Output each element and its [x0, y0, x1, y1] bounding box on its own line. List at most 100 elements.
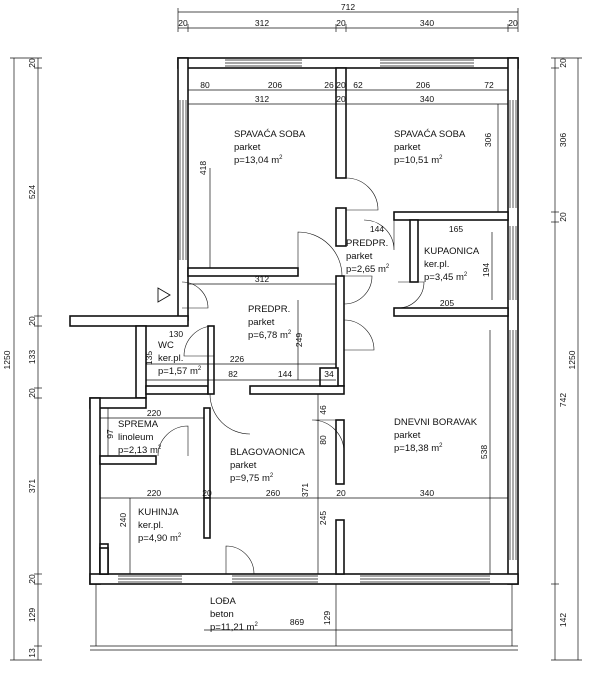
- room-floor: ker.pl.: [138, 520, 163, 531]
- room-floor: parket: [394, 430, 421, 441]
- room-area: p=9,75 m2: [230, 473, 274, 484]
- dim-label: 249: [294, 333, 304, 347]
- dim-left-seg: 371: [27, 479, 37, 493]
- room-wc: WC ker.pl. p=1,57 m2: [158, 340, 202, 377]
- dim-label: 538: [479, 445, 489, 459]
- dim-label: 80: [200, 80, 210, 90]
- dim-label: 26: [324, 80, 334, 90]
- dim-label: 245: [318, 511, 328, 525]
- dim-label: 129: [322, 611, 332, 625]
- dim-left-seg: 524: [27, 185, 37, 199]
- dim-label: 340: [420, 488, 434, 498]
- dim-label: 34: [324, 369, 334, 379]
- room-area: p=1,57 m2: [158, 366, 202, 377]
- room-area: p=2,13 m2: [118, 445, 162, 456]
- room-area: p=6,78 m2: [248, 330, 292, 341]
- room-name: DNEVNI BORAVAK: [394, 417, 478, 428]
- room-name: SPAVAĆA SOBA: [234, 129, 306, 140]
- dim-left-seg: 129: [27, 608, 37, 622]
- top-dimensions: 712 20 312 20 340 20: [177, 2, 519, 32]
- dim-label: 20: [336, 94, 346, 104]
- dim-label: 97: [105, 429, 115, 439]
- dim-right-seg: 20: [558, 212, 568, 222]
- room-floor: ker.pl.: [158, 353, 183, 364]
- dim-label: 226: [230, 354, 244, 364]
- room-predpr-small: PREDPR. parket p=2,65 m2: [346, 238, 390, 275]
- dim-label: 418: [198, 161, 208, 175]
- dim-label: 46: [318, 405, 328, 415]
- dim-label: 72: [484, 80, 494, 90]
- dim-label: 165: [449, 224, 463, 234]
- dim-top-seg: 20: [336, 18, 346, 28]
- room-name: SPREMA: [118, 419, 159, 430]
- dim-label: 340: [420, 94, 434, 104]
- room-spavaca-soba-1: SPAVAĆA SOBA parket p=13,04 m2: [234, 129, 306, 166]
- dim-left-seg: 20: [27, 574, 37, 584]
- dim-top-seg: 340: [420, 18, 434, 28]
- dim-label: 20: [336, 80, 346, 90]
- left-dimensions: 1250 20 524 20 133 20 371 20 129 13: [2, 57, 42, 661]
- dim-label: 312: [255, 274, 269, 284]
- room-floor: beton: [210, 609, 234, 620]
- room-predpr-main: PREDPR. parket p=6,78 m2: [248, 304, 292, 341]
- room-area: p=13,04 m2: [234, 155, 283, 166]
- room-area: p=11,21 m2: [210, 622, 258, 633]
- room-name: WC: [158, 340, 174, 351]
- room-floor: parket: [230, 460, 257, 471]
- dim-label: 371: [300, 483, 310, 497]
- dim-label: 206: [268, 80, 282, 90]
- dim-label: 20: [202, 488, 212, 498]
- dim-right-total: 1250: [567, 350, 577, 369]
- dim-label: 240: [118, 513, 128, 527]
- dim-left-seg: 20: [27, 316, 37, 326]
- dim-label: 62: [353, 80, 363, 90]
- loggia: [90, 547, 518, 651]
- dim-right-seg: 306: [558, 133, 568, 147]
- room-dnevni-boravak: DNEVNI BORAVAK parket p=18,38 m2: [394, 417, 478, 454]
- room-area: p=3,45 m2: [424, 272, 468, 283]
- dim-right-seg: 742: [558, 393, 568, 407]
- room-spavaca-soba-2: SPAVAĆA SOBA parket p=10,51 m2: [394, 129, 466, 166]
- room-name: LOĐA: [210, 596, 237, 607]
- room-area: p=4,90 m2: [138, 533, 182, 544]
- room-area: p=10,51 m2: [394, 155, 443, 166]
- dim-label: 220: [147, 408, 161, 418]
- inner-dimensions: [100, 89, 512, 631]
- room-floor: parket: [234, 142, 261, 153]
- dim-label: 205: [440, 298, 454, 308]
- room-labels: SPAVAĆA SOBA parket p=13,04 m2 SPAVAĆA S…: [118, 129, 480, 633]
- room-floor: parket: [346, 251, 373, 262]
- dim-label: 20: [336, 488, 346, 498]
- windows: [118, 59, 517, 583]
- dim-label: 306: [483, 133, 493, 147]
- room-area: p=18,38 m2: [394, 443, 443, 454]
- doors: [157, 177, 425, 575]
- dim-label: 312: [255, 94, 269, 104]
- room-name: PREDPR.: [346, 238, 388, 249]
- room-area: p=2,65 m2: [346, 264, 390, 275]
- dim-left-total: 1250: [2, 350, 12, 369]
- room-floor: ker.pl.: [424, 259, 449, 270]
- dim-label: 80: [318, 435, 328, 445]
- dim-top-seg: 20: [178, 18, 188, 28]
- room-kupaonica: KUPAONICA ker.pl. p=3,45 m2: [424, 246, 480, 283]
- right-dimensions: 1250 20 306 20 742 142: [551, 57, 582, 661]
- dim-label: 144: [370, 224, 384, 234]
- room-floor: parket: [394, 142, 421, 153]
- inner-dimension-labels: 80 206 26 20 62 206 72 312 20 340 418 30…: [105, 80, 494, 627]
- dim-label: 144: [278, 369, 292, 379]
- dim-left-seg: 20: [27, 388, 37, 398]
- dim-label: 194: [481, 263, 491, 277]
- dim-label: 206: [416, 80, 430, 90]
- dim-label: 220: [147, 488, 161, 498]
- dim-left-seg: 20: [27, 58, 37, 68]
- entry-arrow-icon: [157, 287, 171, 303]
- dim-left-seg: 133: [27, 350, 37, 364]
- room-sprema: SPREMA linoleum p=2,13 m2: [118, 419, 162, 456]
- room-name: KUHINJA: [138, 507, 179, 518]
- room-kuhinja: KUHINJA ker.pl. p=4,90 m2: [138, 507, 182, 544]
- room-name: BLAGOVAONICA: [230, 447, 305, 458]
- dim-label: 260: [266, 488, 280, 498]
- room-blagovaonica: BLAGOVAONICA parket p=9,75 m2: [230, 447, 305, 484]
